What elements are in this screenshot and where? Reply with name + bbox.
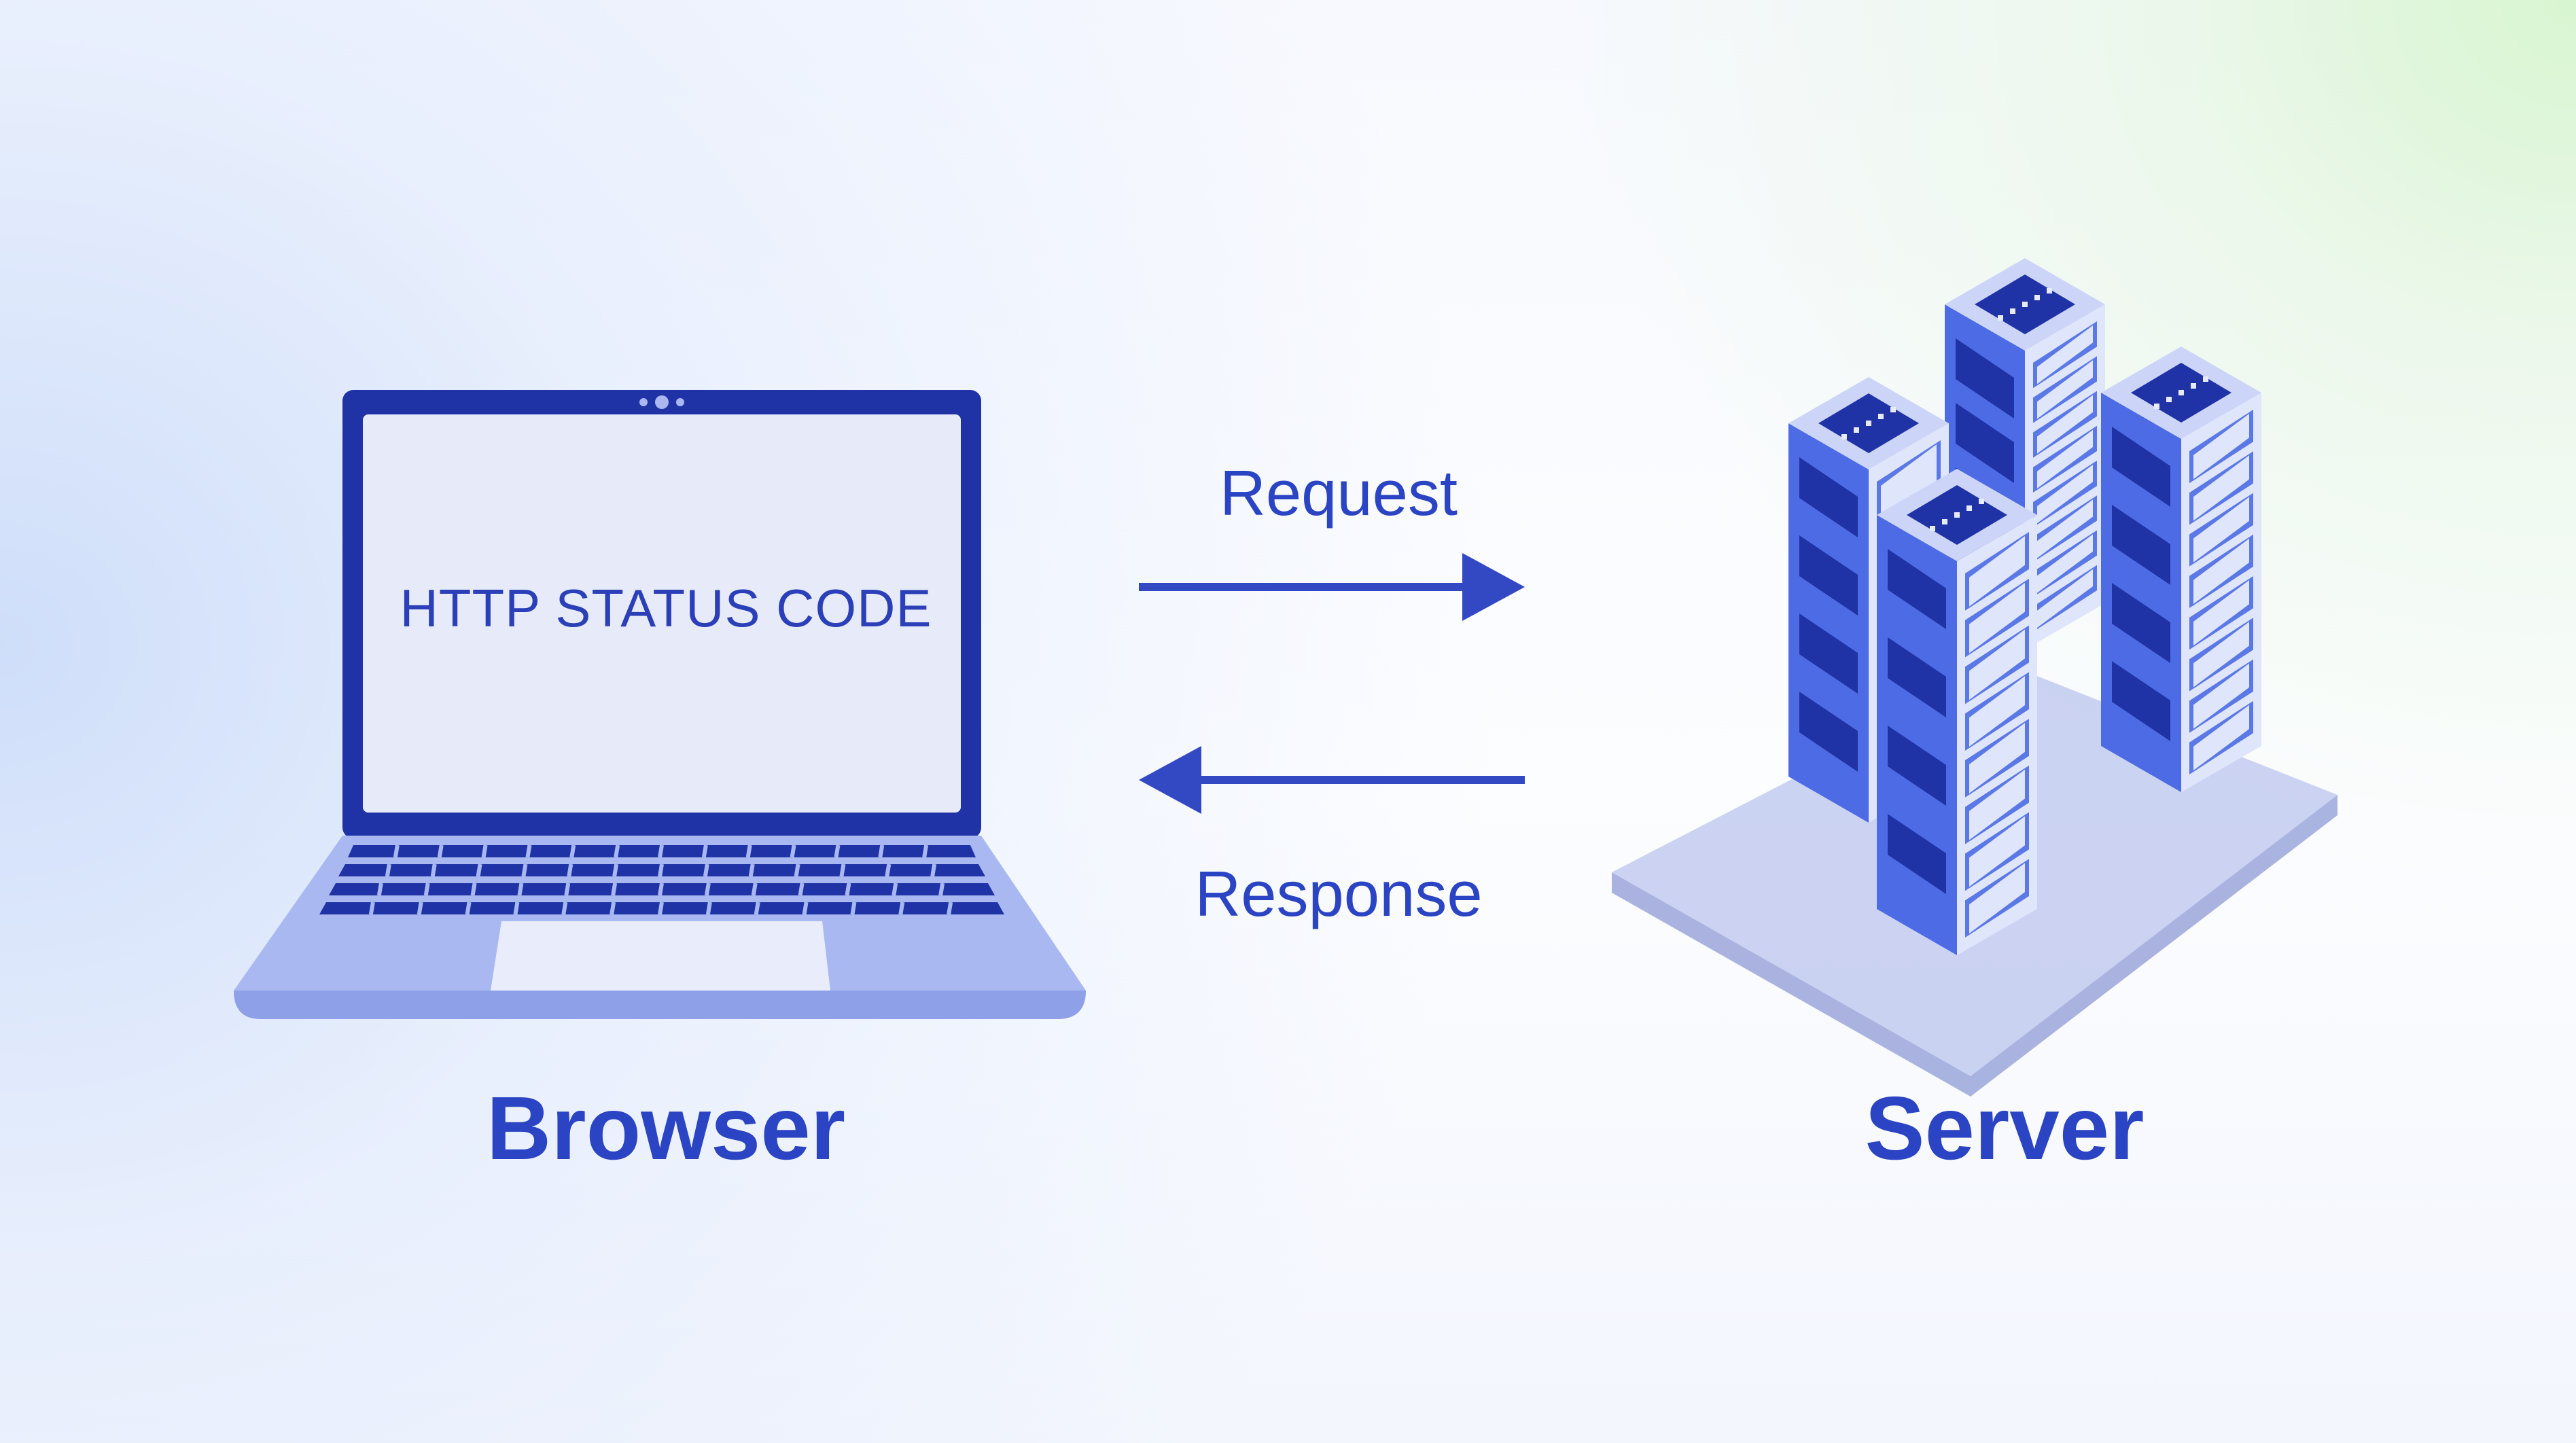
request-label: Request (1219, 457, 1458, 529)
server-label: Server (1865, 1078, 2145, 1178)
browser-label: Browser (486, 1078, 846, 1178)
response-label: Response (1195, 858, 1483, 929)
screen-text: HTTP STATUS CODE (400, 578, 932, 638)
arrow-right-icon (1139, 553, 1525, 621)
arrow-left-icon (1139, 746, 1525, 814)
